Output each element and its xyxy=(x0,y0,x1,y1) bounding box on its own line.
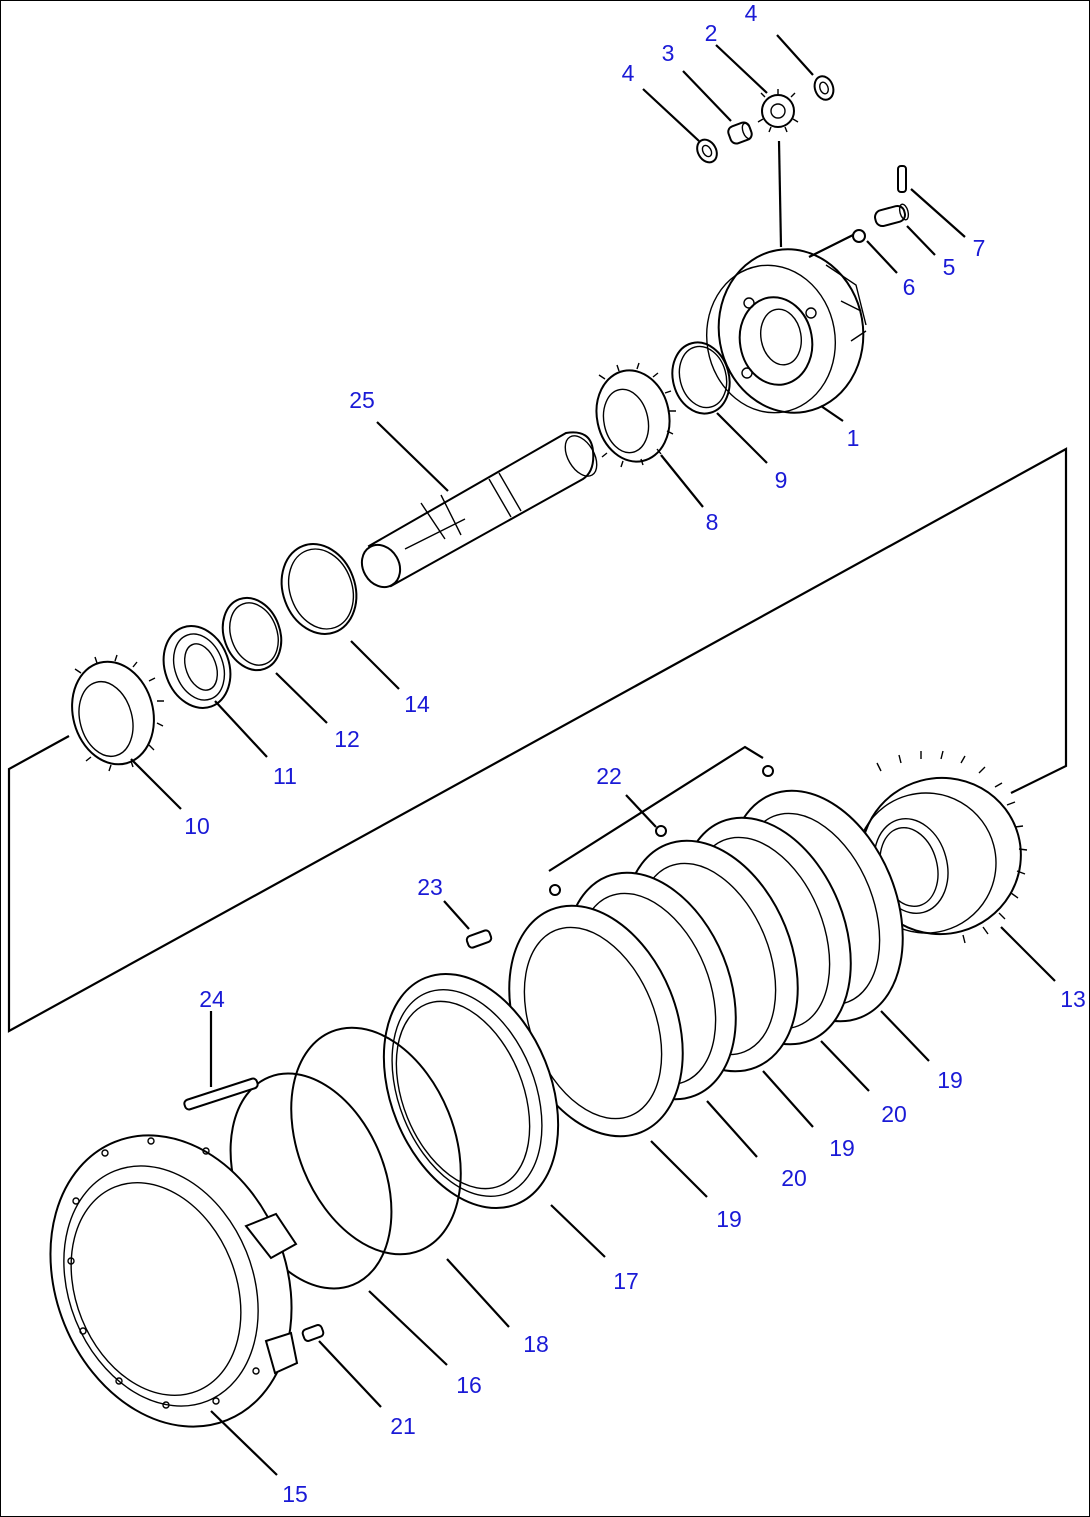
callout-8: 8 xyxy=(706,509,719,535)
part-shaft-25 xyxy=(360,431,598,589)
part-bearing-11 xyxy=(162,625,232,709)
callout-4-top: 4 xyxy=(745,0,758,26)
callout-6: 6 xyxy=(903,274,916,300)
callout-3: 3 xyxy=(662,40,675,66)
part-spacer-3 xyxy=(727,121,753,145)
part-spring-21-b xyxy=(549,884,561,896)
callout-5: 5 xyxy=(943,254,956,280)
callout-17: 17 xyxy=(613,1268,639,1294)
part-snap-ring-12 xyxy=(221,596,283,672)
part-pin-24 xyxy=(301,1324,325,1342)
callout-20-middle: 20 xyxy=(781,1165,807,1191)
part-ring-gear-13 xyxy=(855,750,1028,944)
callout-12: 12 xyxy=(334,726,360,752)
callout-19-middle: 19 xyxy=(829,1135,855,1161)
part-gear-8 xyxy=(595,362,676,468)
callout-16: 16 xyxy=(456,1372,482,1398)
callout-19-right: 19 xyxy=(937,1067,963,1093)
part-piston-17 xyxy=(382,972,560,1210)
leader-lines xyxy=(130,34,1056,1476)
gear-connector-line xyxy=(777,140,783,248)
part-spring-22 xyxy=(465,929,493,949)
callout-19-left: 19 xyxy=(716,1206,742,1232)
part-snap-ring-9 xyxy=(671,341,731,415)
pin-connector-line xyxy=(548,745,764,872)
part-pin-7 xyxy=(897,165,907,193)
callout-22: 23 xyxy=(417,874,443,900)
part-snap-ring-14 xyxy=(280,543,358,635)
callout-24: 21 xyxy=(390,1413,416,1439)
callout-21: 22 xyxy=(596,763,622,789)
callout-1: 1 xyxy=(847,425,860,451)
callout-23: 24 xyxy=(199,986,225,1012)
callout-10: 10 xyxy=(184,813,210,839)
part-shaft-5 xyxy=(874,203,910,228)
part-plate-19-left xyxy=(508,904,684,1138)
part-gear-10 xyxy=(71,654,164,772)
callout-13: 13 xyxy=(1060,986,1086,1012)
part-pinion-2 xyxy=(757,89,799,133)
part-carrier-1 xyxy=(705,248,867,414)
part-nut-4-lower xyxy=(696,138,718,164)
callout-20-right: 20 xyxy=(881,1101,907,1127)
callout-4-left: 4 xyxy=(622,60,635,86)
callout-2: 2 xyxy=(705,20,718,46)
assembly-outline xyxy=(7,447,1068,1033)
part-spring-21-c xyxy=(762,765,774,777)
callout-18: 18 xyxy=(523,1331,549,1357)
callout-7: 7 xyxy=(973,235,986,261)
callout-25: 25 xyxy=(349,387,375,413)
part-pin-23 xyxy=(183,1077,259,1111)
part-nut-4-upper xyxy=(813,75,835,101)
callout-11: 11 xyxy=(273,763,297,789)
part-spring-21-a xyxy=(655,825,667,837)
callout-15: 15 xyxy=(282,1481,308,1507)
callout-14: 14 xyxy=(404,691,430,717)
callout-9: 9 xyxy=(775,467,788,493)
part-housing-15 xyxy=(49,1134,299,1428)
part-seal-18 xyxy=(290,1026,462,1256)
part-ball-6 xyxy=(852,229,866,243)
